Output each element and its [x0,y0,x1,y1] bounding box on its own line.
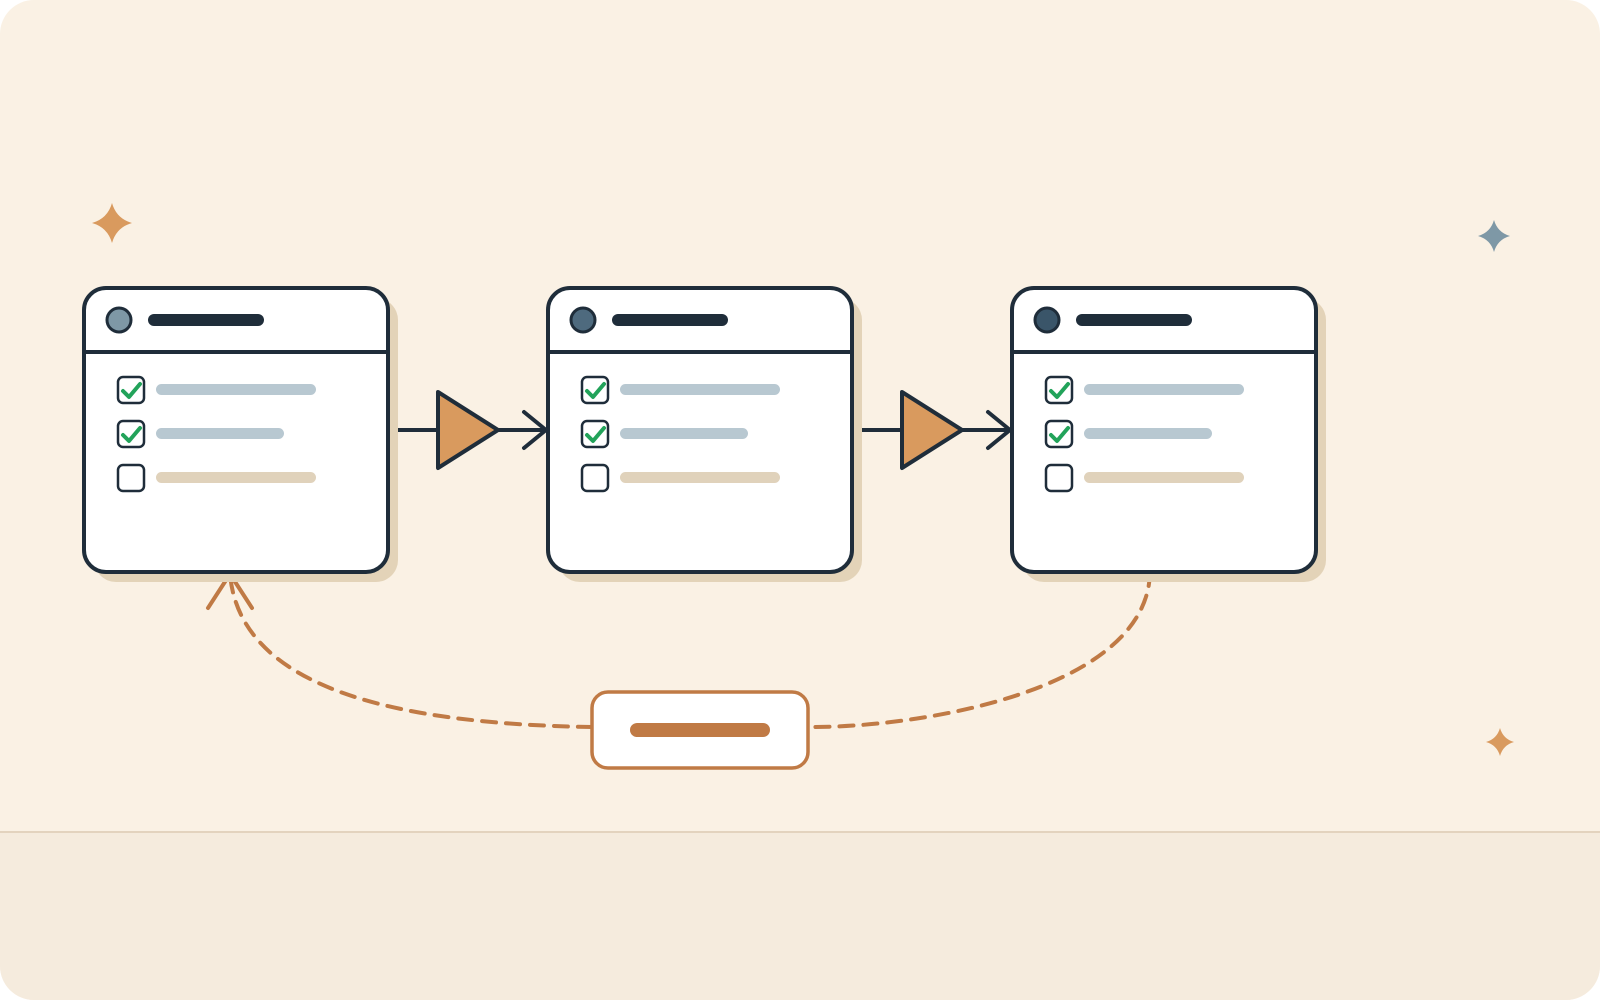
checkbox [1044,419,1074,449]
checkbox [116,419,146,449]
checkbox [580,419,610,449]
done-line [620,384,780,395]
sparkle-orange-icon [1486,728,1514,756]
sparkle-orange-icon [92,203,132,243]
card-title-bar [148,314,264,326]
card-title-bar [1076,314,1192,326]
card-2 [546,286,862,582]
check-icon [121,426,142,443]
cards [82,286,1326,582]
window-dot-icon [105,306,133,334]
pending-line [1084,472,1244,483]
sparkle-blue-icon [1478,220,1510,252]
checkbox [580,463,610,493]
loop-pill-bar [630,723,770,737]
checklist-item [1044,375,1244,405]
checkbox [1044,375,1074,405]
checklist-item [580,463,780,493]
connectors [388,390,1012,470]
checklist-item [116,375,316,405]
card-3 [1010,286,1326,582]
sparkles [92,203,1514,756]
play-triangle-icon [900,390,964,470]
checklist-item [1044,463,1244,493]
card-title-bar [612,314,728,326]
connector-2 [852,390,1012,470]
done-line [156,384,316,395]
loop-path-left [228,572,594,729]
checklist-item [1044,419,1212,449]
check-icon [1049,426,1070,443]
checklist-item [116,419,284,449]
feedback-loop [206,570,1152,770]
check-icon [121,382,142,399]
check-icon [585,382,606,399]
done-line [620,428,748,439]
connector-1 [388,390,548,470]
pending-line [156,472,316,483]
done-line [1084,384,1244,395]
checkbox [116,463,146,493]
window-dot-icon [569,306,597,334]
done-line [156,428,284,439]
card-1 [82,286,398,582]
check-icon [1049,382,1070,399]
loop-path-right [806,570,1152,730]
play-triangle-icon [436,390,500,470]
footer-band [0,832,1600,1000]
checkbox [116,375,146,405]
checkbox [1044,463,1074,493]
checklist-item [116,463,316,493]
checklist-item [580,375,780,405]
window-dot-icon [1033,306,1061,334]
checkbox [580,375,610,405]
check-icon [585,426,606,443]
pending-line [620,472,780,483]
done-line [1084,428,1212,439]
checklist-item [580,419,748,449]
